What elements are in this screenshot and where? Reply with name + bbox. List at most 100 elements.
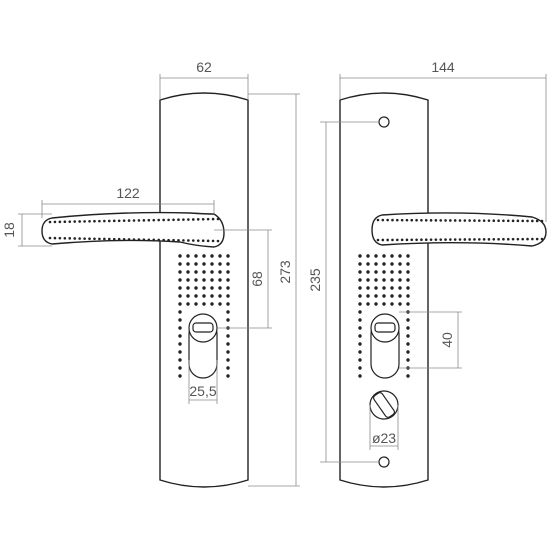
plate-dot xyxy=(186,278,190,282)
dim-back-handle-to-cylinder-label: 40 xyxy=(439,332,455,348)
plate-dot xyxy=(390,262,394,266)
plate-dot xyxy=(226,254,230,258)
handle-dot xyxy=(122,219,126,222)
handle-dot xyxy=(477,219,481,222)
plate-dot xyxy=(178,326,182,330)
handle-dot xyxy=(502,219,505,223)
handle-dot xyxy=(482,219,486,222)
handle-dot xyxy=(98,237,101,241)
handle-dot xyxy=(73,237,77,240)
plate-dot xyxy=(374,254,378,258)
handle-dot xyxy=(410,218,414,222)
plate-dot xyxy=(218,286,222,290)
handle-dot xyxy=(142,219,146,222)
plate-dot xyxy=(358,326,362,330)
handle-dot xyxy=(400,238,404,242)
handle-dot xyxy=(206,239,210,243)
handle-dot xyxy=(405,238,409,242)
handle-dot xyxy=(395,238,399,242)
plate-dot xyxy=(374,286,378,290)
plate-dot xyxy=(398,278,402,282)
dim-back-plate-width: 144 xyxy=(339,59,547,222)
plate-dot xyxy=(218,254,222,258)
front-cylinder-keyway xyxy=(192,322,214,333)
dim-front-plate-height-label: 273 xyxy=(277,260,293,284)
handle-dot xyxy=(400,218,404,222)
plate-dot xyxy=(186,262,190,266)
plate-dot xyxy=(202,270,206,274)
dim-front-plate-height: 273 xyxy=(248,93,300,487)
handle-dot xyxy=(107,237,111,241)
plate-dot xyxy=(390,302,394,306)
plate-dot xyxy=(218,270,222,274)
handle-dot xyxy=(506,237,510,241)
plate-dot xyxy=(398,286,402,290)
plate-dot xyxy=(406,374,410,378)
handle-dot xyxy=(58,236,62,240)
plate-dot xyxy=(186,294,190,298)
handle-dot xyxy=(521,237,525,241)
dim-back-plate-width-label: 144 xyxy=(431,59,455,75)
handle-dot xyxy=(434,238,438,241)
back-handle-dots xyxy=(376,218,544,242)
plate-dot xyxy=(358,302,362,306)
handle-dot xyxy=(391,218,394,222)
plate-dot xyxy=(358,254,362,258)
back-dot-pattern xyxy=(358,254,410,378)
handle-dot xyxy=(103,219,106,223)
handle-dot xyxy=(458,219,462,222)
handle-dot xyxy=(526,237,529,241)
front-plate-assembly: 62 122 18 273 68 xyxy=(1,59,300,488)
handle-dot xyxy=(395,218,399,222)
handle-dot xyxy=(88,237,91,241)
plate-dot xyxy=(390,286,394,290)
handle-dot xyxy=(112,237,116,241)
handle-dot xyxy=(98,219,101,223)
handle-dot xyxy=(78,220,81,223)
handle-dot xyxy=(162,238,165,242)
handle-dot xyxy=(487,219,491,222)
dim-turn-knob-diameter: ø23 xyxy=(369,405,399,450)
plate-dot xyxy=(406,318,410,322)
plate-dot xyxy=(178,318,182,322)
handle-dot xyxy=(117,219,121,223)
back-plate-assembly: 144 235 40 ø23 xyxy=(307,59,547,488)
plate-dot xyxy=(178,294,182,298)
handle-dot xyxy=(112,219,116,223)
dim-handle-height: 18 xyxy=(1,213,52,247)
handle-dot xyxy=(531,237,534,241)
plate-dot xyxy=(374,302,378,306)
handle-dot xyxy=(511,237,515,241)
plate-dot xyxy=(178,342,182,346)
handle-dot xyxy=(424,218,428,222)
handle-dot xyxy=(444,238,447,241)
handle-dot xyxy=(182,239,185,242)
handle-dot xyxy=(103,237,106,241)
handle-dot xyxy=(468,219,471,222)
handle-dot xyxy=(492,237,496,241)
plate-dot xyxy=(406,270,410,274)
handle-dot xyxy=(381,218,385,222)
handle-dot xyxy=(162,218,165,222)
handle-dot xyxy=(477,238,481,241)
plate-dot xyxy=(226,310,230,314)
handle-dot xyxy=(511,219,515,223)
plate-dot xyxy=(374,278,378,282)
handle-dot xyxy=(191,218,195,221)
handle-dot xyxy=(127,219,131,222)
handle-dot xyxy=(206,217,210,221)
plate-dot xyxy=(358,286,362,290)
plate-dot xyxy=(382,302,386,306)
plate-dot xyxy=(390,254,394,258)
plate-dot xyxy=(398,254,402,258)
back-handle xyxy=(371,212,547,247)
plate-dot xyxy=(382,270,386,274)
handle-dot xyxy=(107,219,111,223)
dim-handle-to-cylinder-label: 68 xyxy=(249,271,265,287)
handle-dot xyxy=(386,218,389,222)
plate-dot xyxy=(210,278,214,282)
plate-dot xyxy=(358,366,362,370)
plate-dot xyxy=(210,302,214,306)
handle-dot xyxy=(216,217,220,221)
handle-dot xyxy=(157,238,161,242)
